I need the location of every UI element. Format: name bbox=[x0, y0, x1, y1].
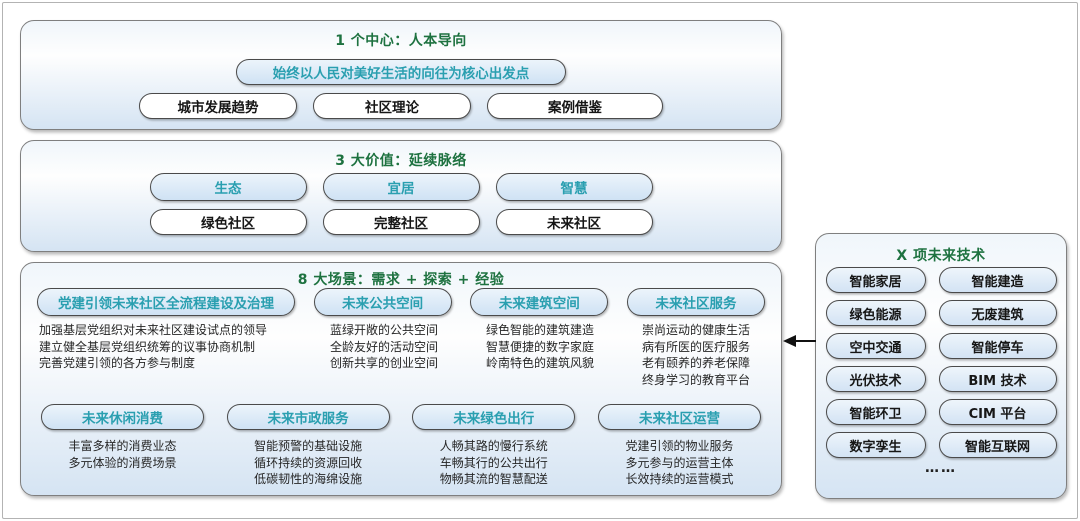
scenario-details: 蓝绿开敞的公共空间 全龄友好的活动空间 创新共享的创业空间 bbox=[329, 323, 438, 370]
values-top-row: 生态 宜居 智慧 bbox=[21, 173, 781, 201]
scenario-pill: 未来社区服务 bbox=[626, 288, 765, 316]
scenario-details: 加强基层党组织对未来社区建设试点的领导 建立健全基层党组织统筹的议事协商机制 完… bbox=[39, 323, 268, 370]
tech-pill: 智能互联网 bbox=[938, 432, 1057, 458]
community-pill: 未来社区 bbox=[495, 209, 653, 235]
section-title-center: 1 个中心：人本导向 bbox=[335, 33, 467, 49]
value-pill: 智慧 bbox=[495, 173, 653, 201]
center-item-pill: 案例借鉴 bbox=[487, 93, 663, 119]
center-item-pill: 城市发展趋势 bbox=[139, 93, 297, 119]
section-title-values: 3 大价值：延续脉络 bbox=[335, 153, 467, 169]
scenario-pill: 党建引领未来社区全流程建设及治理 bbox=[37, 288, 295, 316]
scenario-details: 丰富多样的消费业态 多元体验的消费场景 bbox=[68, 439, 177, 470]
scenario-pill: 未来建筑空间 bbox=[470, 288, 609, 316]
tech-grid: 智能家居 智能建造 绿色能源 无废建筑 空中交通 智能停车 光伏技术 BIM 技… bbox=[816, 267, 1066, 458]
section-title-scenarios: 8 大场景：需求 + 探索 + 经验 bbox=[297, 272, 505, 288]
arrow-left-icon bbox=[783, 335, 796, 347]
tech-pill: 数字孪生 bbox=[825, 432, 926, 458]
panel-three-values: 3 大价值：延续脉络 生态 宜居 智慧 绿色社区 完整社区 未来社区 bbox=[20, 140, 782, 252]
panel-eight-scenarios: 8 大场景：需求 + 探索 + 经验 党建引领未来社区全流程建设及治理 未来公共… bbox=[20, 262, 782, 496]
tech-pill: 绿色能源 bbox=[825, 300, 926, 326]
tech-pill: BIM 技术 bbox=[938, 366, 1057, 392]
tech-pill: CIM 平台 bbox=[938, 399, 1057, 425]
tech-pill: 无废建筑 bbox=[938, 300, 1057, 326]
scenario-row-2: 未来休闲消费 未来市政服务 未来绿色出行 未来社区运营 bbox=[41, 404, 761, 430]
scenario-pill: 未来休闲消费 bbox=[41, 404, 204, 430]
scenario-details-row-1: 加强基层党组织对未来社区建设试点的领导 建立健全基层党组织统筹的议事协商机制 完… bbox=[37, 322, 765, 388]
highlight-row: 始终以人民对美好生活的向往为核心出发点 bbox=[21, 59, 781, 85]
panel-one-center: 1 个中心：人本导向 始终以人民对美好生活的向往为核心出发点 城市发展趋势 社区… bbox=[20, 20, 782, 130]
scenario-details: 人畅其路的慢行系统 车畅其行的公共出行 物畅其流的智慧配送 bbox=[439, 439, 548, 486]
scenario-pill: 未来社区运营 bbox=[597, 404, 761, 430]
scenario-details: 崇尚运动的健康生活 病有所医的医疗服务 老有颐养的养老保障 终身学习的教育平台 bbox=[641, 323, 750, 387]
value-pill: 宜居 bbox=[322, 173, 480, 201]
value-pill: 生态 bbox=[149, 173, 307, 201]
tech-pill: 空中交通 bbox=[825, 333, 926, 359]
scenario-details: 智能预警的基础设施 循环持续的资源回收 低碳韧性的海绵设施 bbox=[254, 439, 363, 486]
section-title-tech: X 项未来技术 bbox=[896, 248, 986, 264]
scenario-row-1: 党建引领未来社区全流程建设及治理 未来公共空间 未来建筑空间 未来社区服务 bbox=[37, 288, 765, 316]
arrow-line bbox=[796, 340, 816, 342]
scenario-pill: 未来公共空间 bbox=[313, 288, 452, 316]
tech-pill: 智能环卫 bbox=[825, 399, 926, 425]
scenario-pill: 未来绿色出行 bbox=[412, 404, 576, 430]
scenario-details-row-2: 丰富多样的消费业态 多元体验的消费场景 智能预警的基础设施 循环持续的资源回收 … bbox=[41, 438, 761, 488]
tech-pill: 智能家居 bbox=[825, 267, 926, 293]
center-item-pill: 社区理论 bbox=[313, 93, 471, 119]
panel-future-technologies: X 项未来技术 智能家居 智能建造 绿色能源 无废建筑 空中交通 智能停车 光伏… bbox=[815, 233, 1067, 499]
center-items-row: 城市发展趋势 社区理论 案例借鉴 bbox=[21, 93, 781, 119]
tech-pill: 智能建造 bbox=[938, 267, 1057, 293]
values-bottom-row: 绿色社区 完整社区 未来社区 bbox=[21, 209, 781, 235]
tech-pill: 智能停车 bbox=[938, 333, 1057, 359]
scenario-pill: 未来市政服务 bbox=[226, 404, 390, 430]
scenario-details: 绿色智能的建筑建造 智慧便捷的数字家庭 岭南特色的建筑风貌 bbox=[485, 323, 594, 370]
tech-pill: 光伏技术 bbox=[825, 366, 926, 392]
community-pill: 完整社区 bbox=[322, 209, 480, 235]
community-pill: 绿色社区 bbox=[149, 209, 307, 235]
tech-ellipsis: …… bbox=[925, 460, 957, 476]
highlight-pill: 始终以人民对美好生活的向往为核心出发点 bbox=[236, 59, 566, 85]
scenario-details: 党建引领的物业服务 多元参与的运营主体 长效持续的运营模式 bbox=[625, 439, 734, 486]
